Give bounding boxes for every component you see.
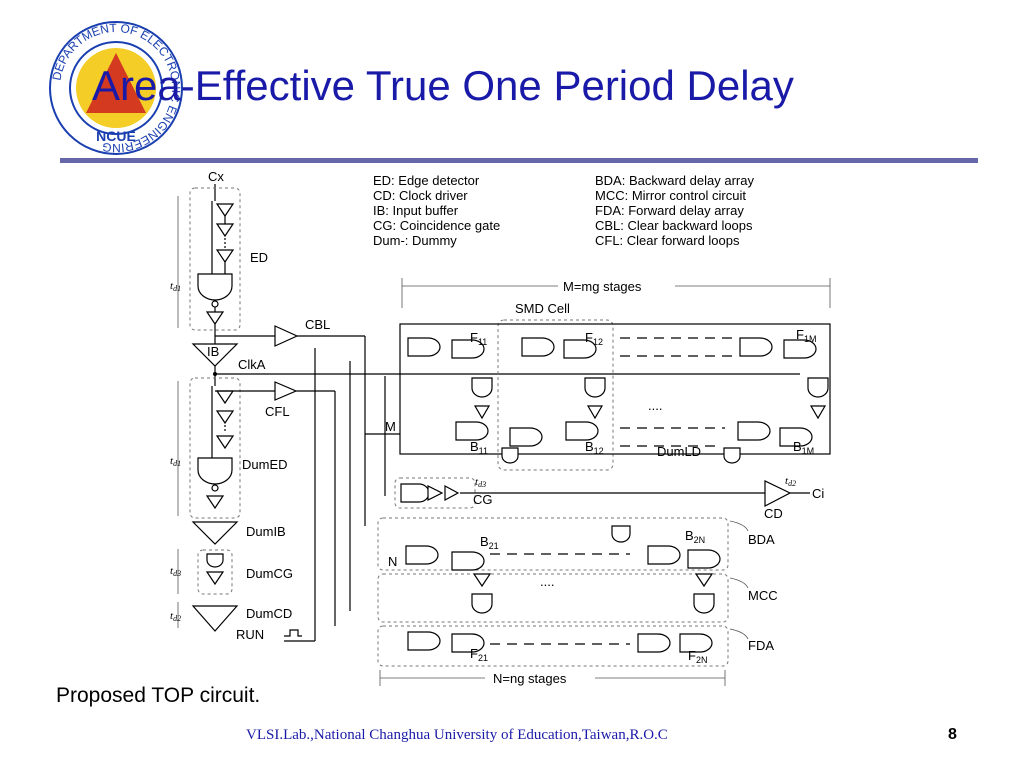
- left-chain: Cx ED td1 IB CBL ClkA: [170, 169, 800, 642]
- label-fda: FDA: [748, 638, 774, 653]
- label-b2n: B2N: [685, 528, 705, 545]
- legend-cbl: CBL: Clear backward loops: [595, 218, 753, 233]
- cg-cd: td3 CG td2 Ci CD: [394, 475, 824, 521]
- label-dumed: DumED: [242, 457, 288, 472]
- label-b11: B11: [470, 439, 488, 456]
- label-f1m: F1M: [796, 327, 816, 344]
- smd-array: M=mg stages SMD Cell F11 F12 F1M .... M …: [365, 278, 831, 471]
- label-m: M: [385, 419, 396, 434]
- label-f21: F21: [470, 646, 488, 663]
- label-m-stages: M=mg stages: [563, 279, 642, 294]
- label-cx: Cx: [208, 169, 224, 184]
- label-dumcg: DumCG: [246, 566, 293, 581]
- mcc-box: [377, 573, 729, 623]
- label-run: RUN: [236, 627, 264, 642]
- label-td1-top: td1: [170, 280, 181, 293]
- legend-fda: FDA: Forward delay array: [595, 203, 744, 218]
- label-clka: ClkA: [238, 357, 266, 372]
- bda-box: [377, 517, 729, 571]
- ed-box: [189, 187, 241, 331]
- legend-ib: IB: Input buffer: [373, 203, 459, 218]
- label-f11: F11: [470, 330, 487, 347]
- dumed-box: [189, 377, 241, 519]
- label-cfl: CFL: [265, 404, 290, 419]
- label-dumld: DumLD: [657, 444, 701, 459]
- title-divider: [60, 158, 978, 163]
- label-f2n: F2N: [688, 648, 707, 665]
- label-b21: B21: [480, 534, 499, 551]
- label-cd: CD: [764, 506, 783, 521]
- ed-and-gate: [197, 273, 233, 301]
- legend-ed: ED: Edge detector: [373, 173, 480, 188]
- control-wires: [284, 336, 386, 642]
- label-smd-cell: SMD Cell: [515, 301, 570, 316]
- label-ed: ED: [250, 250, 268, 265]
- footer-text: VLSI.Lab.,National Changhua University o…: [246, 727, 668, 743]
- ib-buffer: [191, 343, 239, 367]
- slide-caption: Proposed TOP circuit.: [56, 684, 261, 707]
- label-f12: F12: [585, 330, 603, 347]
- smd-cell-box: [497, 319, 614, 471]
- legend-bda: BDA: Backward delay array: [595, 173, 754, 188]
- legend-cfl: CFL: Clear forward loops: [595, 233, 740, 248]
- legend-mcc: MCC: Mirror control circuit: [595, 188, 746, 203]
- label-n-stages: N=ng stages: [493, 671, 567, 686]
- label-ci: Ci: [812, 486, 824, 501]
- legend-cd: CD: Clock driver: [373, 188, 468, 203]
- slide-title: Area-Effective True One Period Delay: [92, 62, 794, 109]
- legend-dum: Dum-: Dummy: [373, 233, 457, 248]
- label-dots-mid: ....: [540, 574, 554, 589]
- legend-cg: CG: Coincidence gate: [373, 218, 500, 233]
- label-b12: B12: [585, 439, 604, 456]
- legend: ED: Edge detector CD: Clock driver IB: I…: [373, 173, 754, 248]
- bda-mcc-fda: BDA MCC FDA N B21 B2N .... F21 F2N: [377, 517, 778, 686]
- label-td3-cg: td3: [475, 476, 486, 489]
- label-td2: td2: [170, 610, 181, 623]
- label-dumib: DumIB: [246, 524, 286, 539]
- label-mcc: MCC: [748, 588, 778, 603]
- logo-center-text: NCUE: [96, 128, 136, 144]
- label-dots-top: ....: [648, 398, 662, 413]
- label-cg: CG: [473, 492, 493, 507]
- label-b1m: B1M: [793, 439, 814, 456]
- label-bda: BDA: [748, 532, 775, 547]
- label-n: N: [388, 554, 397, 569]
- label-td3: td3: [170, 565, 181, 578]
- label-dumcd: DumCD: [246, 606, 292, 621]
- fda-box: [377, 625, 729, 667]
- label-td1-bottom: td1: [170, 455, 181, 468]
- ncue-logo: DEPARTMENT OF ELECTRONIC ENGINEERING NCU…: [49, 21, 183, 155]
- label-cbl: CBL: [305, 317, 330, 332]
- page-number: 8: [948, 726, 957, 743]
- label-td2-cd: td2: [785, 475, 796, 488]
- top-circuit-diagram: ED: Edge detector CD: Clock driver IB: I…: [170, 169, 831, 686]
- label-ib: IB: [207, 344, 219, 359]
- cd-driver: [764, 480, 792, 507]
